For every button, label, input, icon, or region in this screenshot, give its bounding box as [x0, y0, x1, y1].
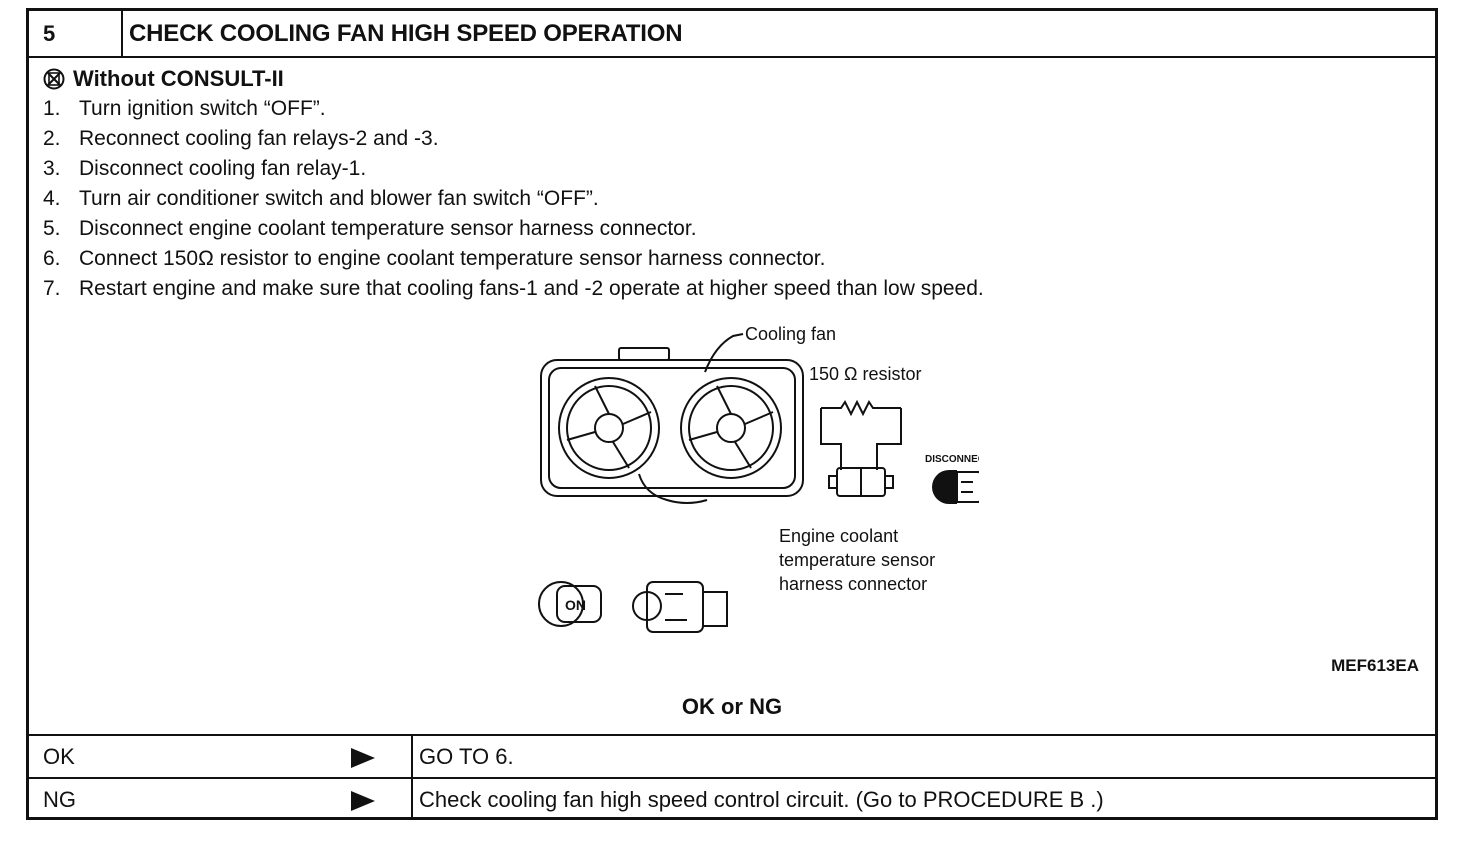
- arrow-right-icon: [351, 791, 375, 811]
- arrow-right-icon: [351, 748, 375, 768]
- list-item: 3. Disconnect cooling fan relay-1.: [43, 154, 984, 184]
- procedure-table: 5 CHECK COOLING FAN HIGH SPEED OPERATION…: [26, 8, 1438, 820]
- list-item: 4. Turn air conditioner switch and blower…: [43, 184, 984, 214]
- engine-icon: [632, 581, 728, 633]
- list-item: 7. Restart engine and make sure that cool…: [43, 274, 984, 304]
- connector-label-line3: harness connector: [779, 574, 927, 594]
- radiator-illustration: [540, 333, 804, 504]
- ignition-key-icon: [538, 581, 602, 627]
- resistor-illustration: [820, 399, 902, 497]
- cooling-fan-label: Cooling fan: [745, 324, 836, 344]
- step-text: Restart engine and make sure that coolin…: [79, 277, 984, 300]
- no-consult-icon: [43, 68, 65, 90]
- connector-label-line2: temperature sensor: [779, 550, 935, 570]
- list-item: 1. Turn ignition switch “OFF”.: [43, 94, 984, 124]
- result-status: OK: [43, 744, 75, 769]
- resistor-label: 150 Ω resistor: [809, 364, 922, 384]
- table-row: OK GO TO 6.: [29, 734, 1435, 777]
- condition-label: Without CONSULT-II: [73, 66, 284, 91]
- step-number: 5: [29, 11, 123, 56]
- table-header: 5 CHECK COOLING FAN HIGH SPEED OPERATION: [29, 11, 1435, 58]
- disconnect-label: DISCONNECT: [925, 454, 979, 465]
- list-item: 2. Reconnect cooling fan relays-2 and -3.: [43, 124, 984, 154]
- step-num: 1.: [43, 97, 61, 120]
- step-num: 5.: [43, 217, 61, 240]
- table-row: NG Check cooling fan high speed control …: [29, 777, 1435, 820]
- result-action: Check cooling fan high speed control cir…: [411, 779, 1104, 820]
- ignition-on-label: ON: [565, 597, 586, 613]
- step-list: 1. Turn ignition switch “OFF”. 2. Reconnec…: [43, 94, 984, 304]
- list-item: 5. Disconnect engine coolant temperature …: [43, 214, 984, 244]
- result-heading: OK or NG: [681, 694, 783, 719]
- step-num: 7.: [43, 277, 61, 300]
- step-num: 4.: [43, 187, 61, 210]
- step-text: Disconnect cooling fan relay-1.: [79, 157, 367, 180]
- step-text: Turn air conditioner switch and blower f…: [79, 187, 599, 210]
- step-text: Connect 150Ω resistor to engine coolant …: [79, 247, 826, 270]
- list-item: 6. Connect 150Ω resistor to engine coolan…: [43, 244, 984, 274]
- connector-label-line1: Engine coolant: [779, 526, 898, 546]
- step-num: 6.: [43, 247, 61, 270]
- figure-code: MEF613EA: [1331, 656, 1419, 675]
- result-action: GO TO 6.: [411, 736, 514, 777]
- step-num: 3.: [43, 157, 61, 180]
- step-text: Reconnect cooling fan relays-2 and -3.: [79, 127, 439, 150]
- disconnect-icon: [932, 470, 979, 504]
- result-status: NG: [43, 787, 76, 812]
- step-text: Turn ignition switch “OFF”.: [79, 97, 326, 120]
- condition-heading: Without CONSULT-II: [43, 66, 284, 92]
- step-num: 2.: [43, 127, 61, 150]
- step-text: Disconnect engine coolant temperature se…: [79, 217, 697, 240]
- cooling-fan-diagram: Cooling fan 150 Ω resistor DISCONNECT En…: [538, 324, 979, 633]
- procedure-body: Without CONSULT-II 1. Turn ignition switc…: [29, 58, 1435, 734]
- step-title: CHECK COOLING FAN HIGH SPEED OPERATION: [129, 20, 683, 47]
